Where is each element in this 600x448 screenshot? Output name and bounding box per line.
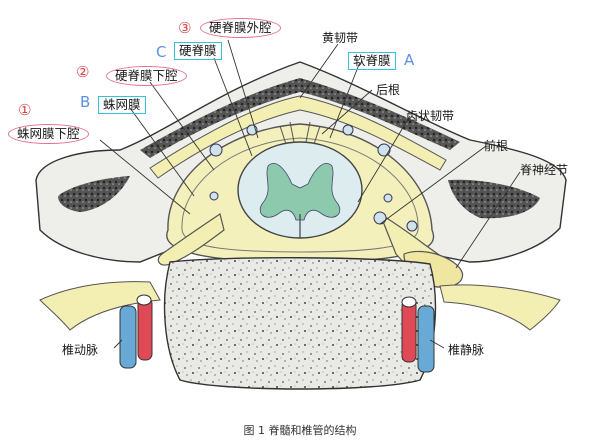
epidural-vessels bbox=[209, 124, 418, 232]
leader-lines bbox=[99, 39, 521, 349]
vertebral-body bbox=[163, 257, 437, 390]
right-vessels bbox=[401, 296, 435, 373]
spinal-canal-diagram bbox=[35, 39, 567, 390]
label-anterior-root: 前根 bbox=[484, 139, 509, 153]
label-epidural-space: 硬脊膜外腔 bbox=[200, 18, 281, 38]
dense-bone-left bbox=[58, 176, 130, 212]
marker-1: ① bbox=[18, 101, 32, 119]
label-denticulate-ligament: 齿状韧带 bbox=[406, 109, 455, 123]
label-subarachnoid-space: 蛛网膜下腔 bbox=[8, 124, 89, 144]
marker-3: ③ bbox=[178, 19, 192, 37]
label-vertebral-vein: 椎静脉 bbox=[448, 343, 485, 357]
label-ligamentum-flavum: 黄韧带 bbox=[322, 31, 359, 45]
left-process bbox=[39, 281, 161, 331]
nerve-root-left bbox=[157, 213, 225, 266]
left-vessels bbox=[119, 294, 153, 369]
marker-c: C bbox=[156, 43, 167, 61]
label-spinal-ganglion: 脊神经节 bbox=[520, 163, 569, 177]
right-process bbox=[439, 284, 561, 331]
dense-bone-arch bbox=[140, 78, 460, 158]
label-subdural-space: 硬脊膜下腔 bbox=[106, 66, 187, 86]
dense-bone-right bbox=[448, 179, 540, 219]
label-dura-mater: 硬脊膜 bbox=[174, 42, 222, 60]
marker-b: B bbox=[80, 93, 91, 111]
label-arachnoid: 蛛网膜 bbox=[98, 96, 146, 114]
arachnoid-line bbox=[181, 137, 419, 253]
figure-caption: 图 1 脊髓和椎管的结构 bbox=[243, 424, 357, 437]
label-vertebral-artery: 椎动脉 bbox=[62, 343, 99, 357]
marker-a: A bbox=[404, 51, 415, 69]
label-pia-mater: 软脊膜 bbox=[348, 52, 396, 70]
grey-matter bbox=[259, 163, 341, 221]
posterior-rootlets bbox=[279, 121, 321, 145]
marker-2: ② bbox=[76, 63, 90, 81]
label-posterior-root: 后根 bbox=[376, 83, 401, 97]
